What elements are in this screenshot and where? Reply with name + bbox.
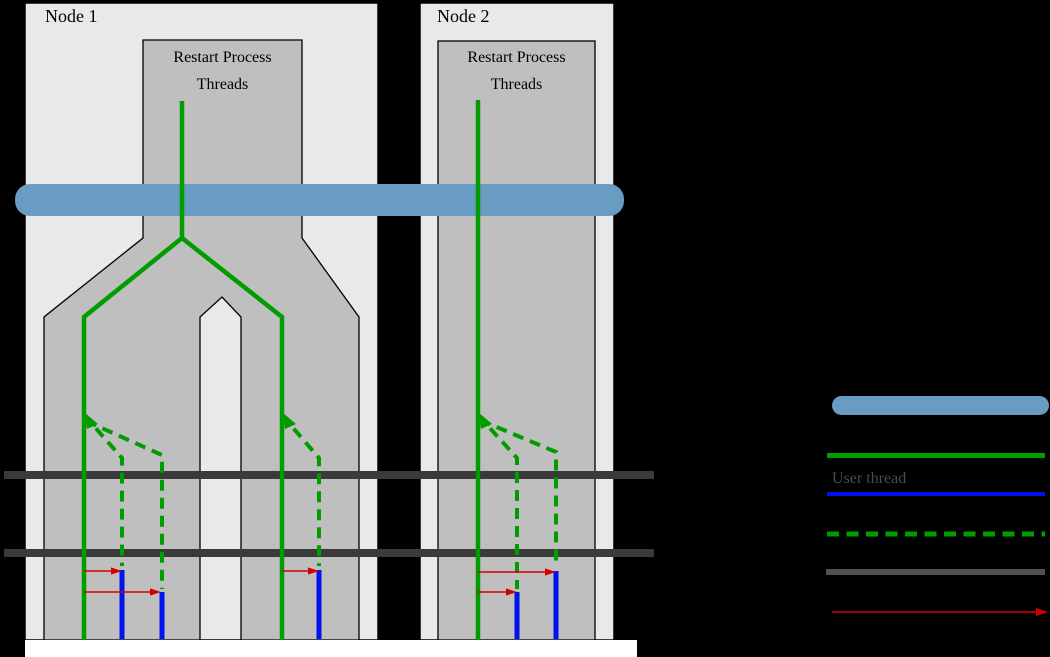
node1-right-spawn-wedge (282, 412, 296, 429)
node1-main-thread (81, 101, 285, 640)
node2-process-box (437, 40, 596, 641)
sync-bar-2 (4, 549, 654, 557)
legend-barrier-swatch (832, 396, 1049, 415)
caption-strip (25, 640, 637, 657)
node1-dashed-thread-3 (280, 413, 321, 566)
node1-process-title-line2: Threads (196, 76, 249, 93)
legend-user-thread-label: User thread (832, 470, 907, 487)
node2-process-title-line2: Threads (490, 76, 543, 93)
node2-process-title: Restart Process Threads (438, 44, 595, 98)
node2-dashed-thread-1 (476, 413, 519, 589)
legend-main-thread-swatch (827, 453, 1045, 458)
sync-bar-1 (4, 471, 654, 479)
barrier-bar (15, 184, 624, 216)
node1-process-title-line1: Restart Process (173, 49, 272, 66)
legend-sync-bar-swatch (826, 569, 1045, 575)
node2-dashed-thread-2 (479, 418, 558, 566)
node1-dashed-thread-2 (85, 419, 164, 589)
node2-process-title-line1: Restart Process (467, 49, 566, 66)
node1-process-title: Restart Process Threads (143, 44, 302, 98)
node1-left-spawn-wedge (84, 412, 98, 429)
node2-label: Node 2 (437, 6, 490, 26)
legend-user-thread-swatch (827, 492, 1045, 496)
node1-label: Node 1 (45, 6, 98, 26)
handoff-arrows (84, 567, 556, 596)
legend-arrow-swatch (832, 608, 1048, 616)
node1-dashed-thread-1 (82, 413, 124, 566)
node2-spawn-wedge (478, 412, 492, 429)
